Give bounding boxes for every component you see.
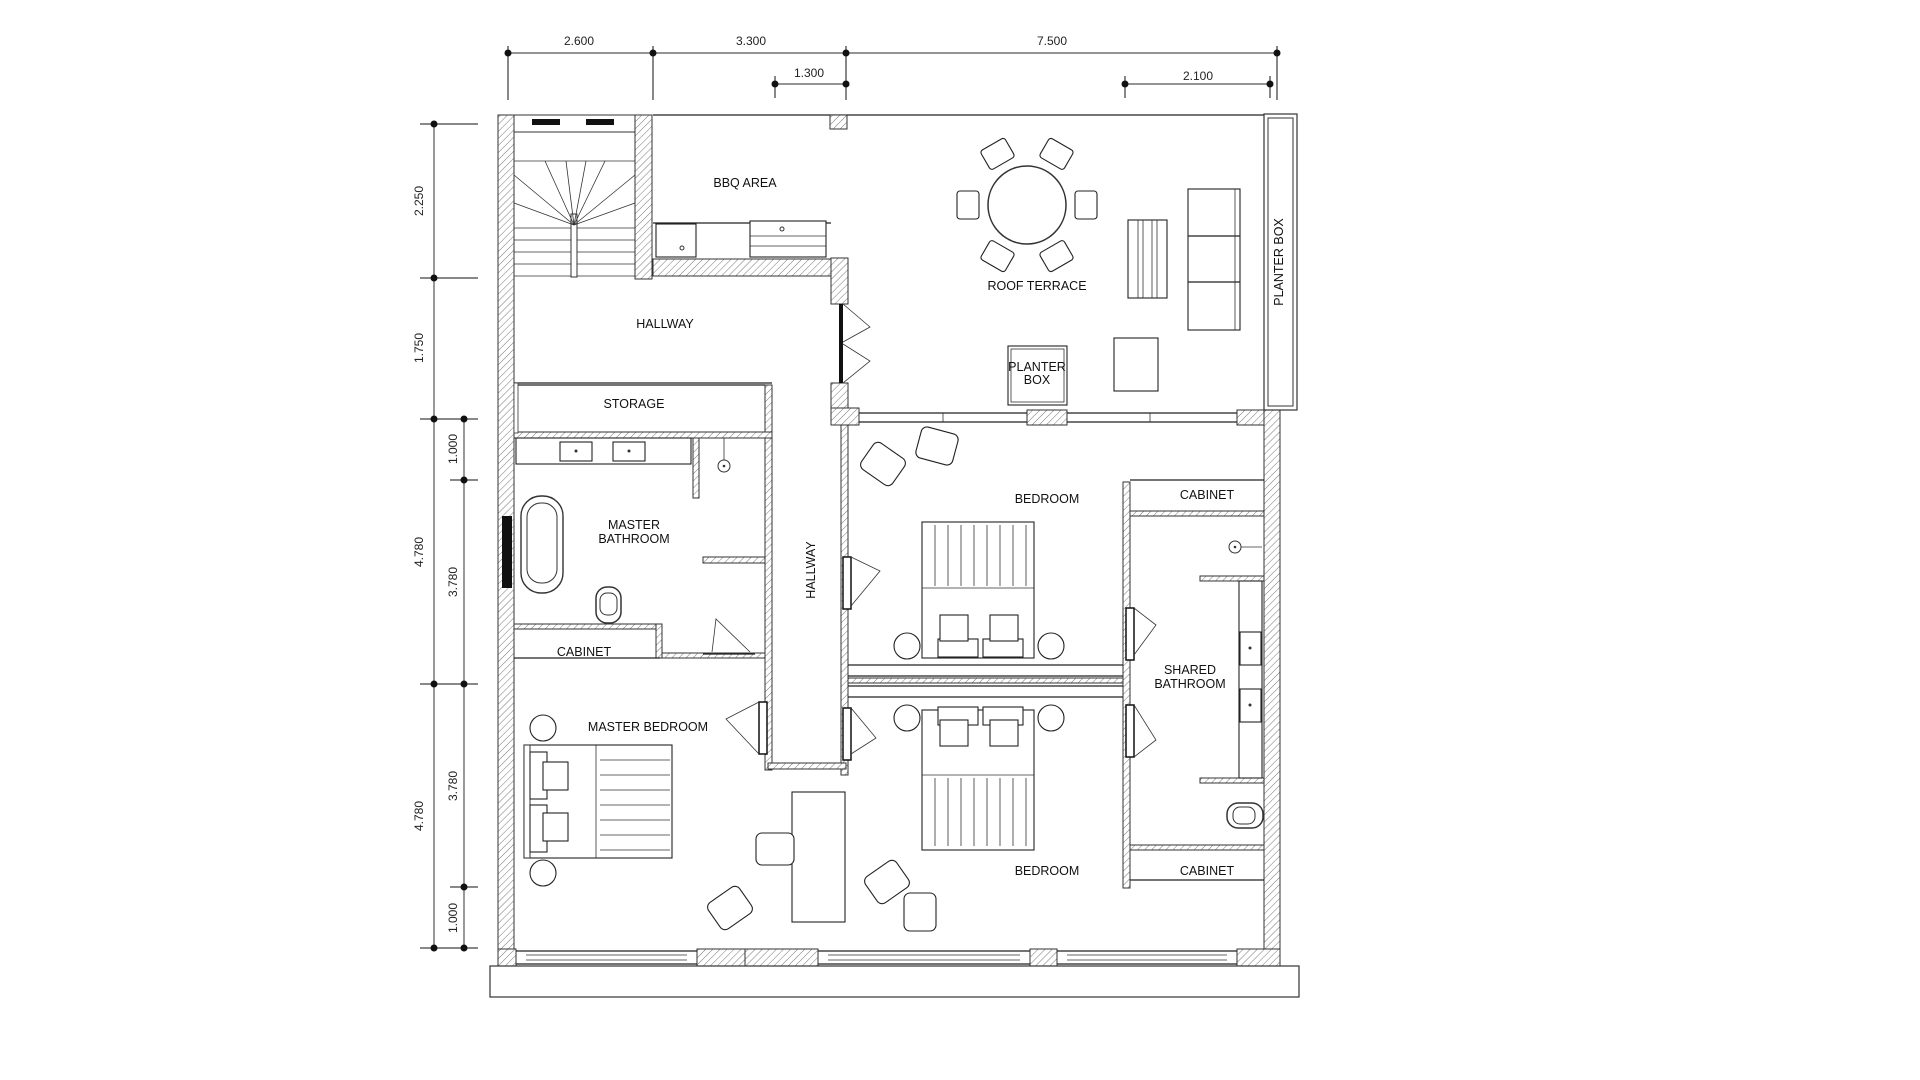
lower-bedroom-armchairs [864,859,937,932]
label-planter-box-right: PLANTER BOX [1272,218,1286,306]
master-bathroom-door[interactable] [703,618,755,655]
shared-shower [1228,540,1262,554]
upper-bedroom-door[interactable] [842,556,881,610]
dimension-lines-left: 2.250 1.750 4.780 4.780 1.000 3.780 3.78… [412,120,478,952]
bathtub [502,495,564,594]
terrace-side-table [1113,337,1159,392]
toilet-shared [1226,802,1264,829]
shower-head [717,438,731,473]
dining-set [956,137,1098,273]
dim-left-2: 1.750 [412,333,426,363]
toilet-master [595,586,622,624]
dim-left-inner-4: 1.000 [446,903,460,933]
terrace-sofa [1187,188,1241,331]
desk [791,791,846,923]
label-hallway-upper: HALLWAY [636,317,694,331]
label-cabinet-lower: CABINET [1180,864,1235,878]
dimension-lines-top: 2.600 3.300 7.500 1.300 2.100 [504,34,1281,100]
label-bedroom-upper: BEDROOM [1015,492,1080,506]
label-roof-terrace: ROOF TERRACE [987,279,1086,293]
dim-left-inner-2: 3.780 [446,567,460,597]
upper-bed [893,521,1065,660]
dim-top-2: 3.300 [736,34,766,48]
shared-bathroom-door-lower[interactable] [1125,704,1157,758]
label-storage: STORAGE [604,397,665,411]
label-cabinet-upper: CABINET [1180,488,1235,502]
staircase [513,114,636,278]
dim-left-inner-3: 3.780 [446,771,460,801]
master-armchair [707,885,753,931]
bbq-counter [653,220,831,258]
dim-left-4: 4.780 [412,801,426,831]
label-bbq-area: BBQ AREA [713,176,777,190]
dim-top-sub-1: 1.300 [794,66,824,80]
planter-box-small: PLANTER BOX [1007,345,1068,406]
label-shared-bathroom-line2: BATHROOM [1154,677,1225,691]
label-bedroom-lower: BEDROOM [1015,864,1080,878]
label-shared-bathroom-line1: SHARED [1164,663,1216,677]
dim-left-1: 2.250 [412,186,426,216]
label-planter-box-small-line1: PLANTER [1008,360,1066,374]
label-hallway-vertical: HALLWAY [804,541,818,599]
master-bed [523,714,673,887]
dim-left-3: 4.780 [412,537,426,567]
planter-box-strip: PLANTER BOX [1263,113,1298,411]
dim-top-sub-2: 2.100 [1183,69,1213,83]
lower-bedroom-door[interactable] [842,707,877,761]
double-vanity [515,437,692,465]
desk-chair [755,832,795,866]
lower-bed [893,704,1065,851]
label-master-bathroom-line2: BATHROOM [598,532,669,546]
terrace-bench [1127,219,1168,299]
terrace-double-door[interactable] [839,303,871,384]
label-cabinet-master: CABINET [557,645,612,659]
dim-left-inner-1: 1.000 [446,434,460,464]
storage-shelving [513,382,765,434]
master-bedroom-door[interactable] [725,701,768,755]
label-master-bedroom: MASTER BEDROOM [588,720,708,734]
upper-bedroom-armchairs [860,426,959,487]
shared-vanity [1238,580,1263,779]
label-master-bathroom-line1: MASTER [608,518,660,532]
label-planter-box-small-line2: BOX [1024,373,1051,387]
dim-top-1: 2.600 [564,34,594,48]
shared-bathroom-door-upper[interactable] [1125,607,1157,661]
dim-top-3: 7.500 [1037,34,1067,48]
